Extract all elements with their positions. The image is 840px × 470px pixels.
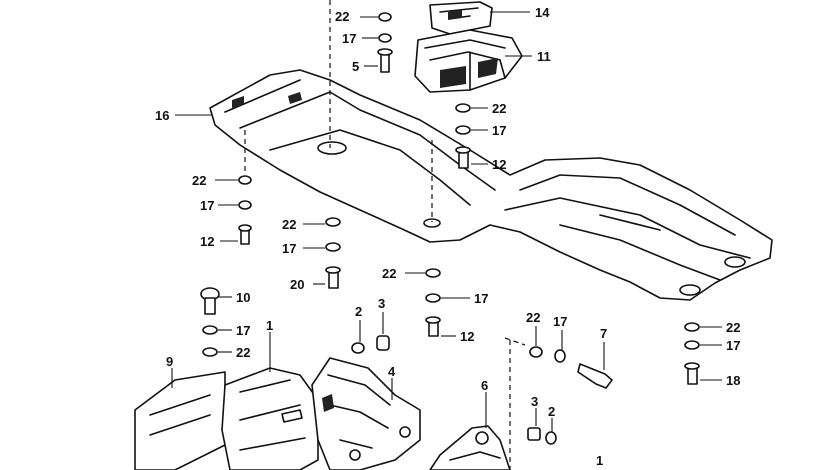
callout-1: 1 xyxy=(596,453,603,468)
callout-12: 12 xyxy=(492,157,506,172)
callout-18: 18 xyxy=(726,373,740,388)
callout-17: 17 xyxy=(342,31,356,46)
hardware-parts xyxy=(200,12,700,445)
callout-22: 22 xyxy=(492,101,506,116)
callout-22: 22 xyxy=(236,345,250,360)
callout-11: 11 xyxy=(537,49,551,64)
callout-5: 5 xyxy=(352,59,359,74)
callout-12: 12 xyxy=(200,234,214,249)
callout-16: 16 xyxy=(155,108,169,123)
transmission-mount-part xyxy=(134,367,319,470)
callout-2: 2 xyxy=(548,404,555,419)
callout-17: 17 xyxy=(200,198,214,213)
callout-1: 1 xyxy=(266,318,273,333)
callout-4: 4 xyxy=(388,364,396,379)
callout-3: 3 xyxy=(531,394,538,409)
callout-22: 22 xyxy=(335,9,349,24)
callout-17: 17 xyxy=(492,123,506,138)
callout-10: 10 xyxy=(236,290,250,305)
rear-bracket-part xyxy=(429,425,511,470)
callout-17: 17 xyxy=(553,314,567,329)
callout-labels: 22 14 17 11 5 16 22 17 12 22 17 12 22 17… xyxy=(155,5,740,468)
callout-2: 2 xyxy=(355,304,362,319)
callout-12: 12 xyxy=(460,329,474,344)
mount-bracket-part xyxy=(311,357,421,470)
callout-22: 22 xyxy=(282,217,296,232)
callout-17: 17 xyxy=(236,323,250,338)
engine-mount-part xyxy=(414,1,523,93)
callout-17: 17 xyxy=(474,291,488,306)
callout-22: 22 xyxy=(192,173,206,188)
callout-22: 22 xyxy=(526,310,540,325)
callout-22: 22 xyxy=(726,320,740,335)
callout-3: 3 xyxy=(378,296,385,311)
callout-17: 17 xyxy=(282,241,296,256)
callout-20: 20 xyxy=(290,277,304,292)
leader-lines xyxy=(171,11,722,432)
alignment-lines xyxy=(244,0,526,470)
callout-9: 9 xyxy=(166,354,173,369)
crossmember-part xyxy=(209,69,773,301)
callout-17: 17 xyxy=(726,338,740,353)
callout-14: 14 xyxy=(535,5,550,20)
callout-6: 6 xyxy=(481,378,488,393)
callout-7: 7 xyxy=(600,326,607,341)
callout-22: 22 xyxy=(382,266,396,281)
